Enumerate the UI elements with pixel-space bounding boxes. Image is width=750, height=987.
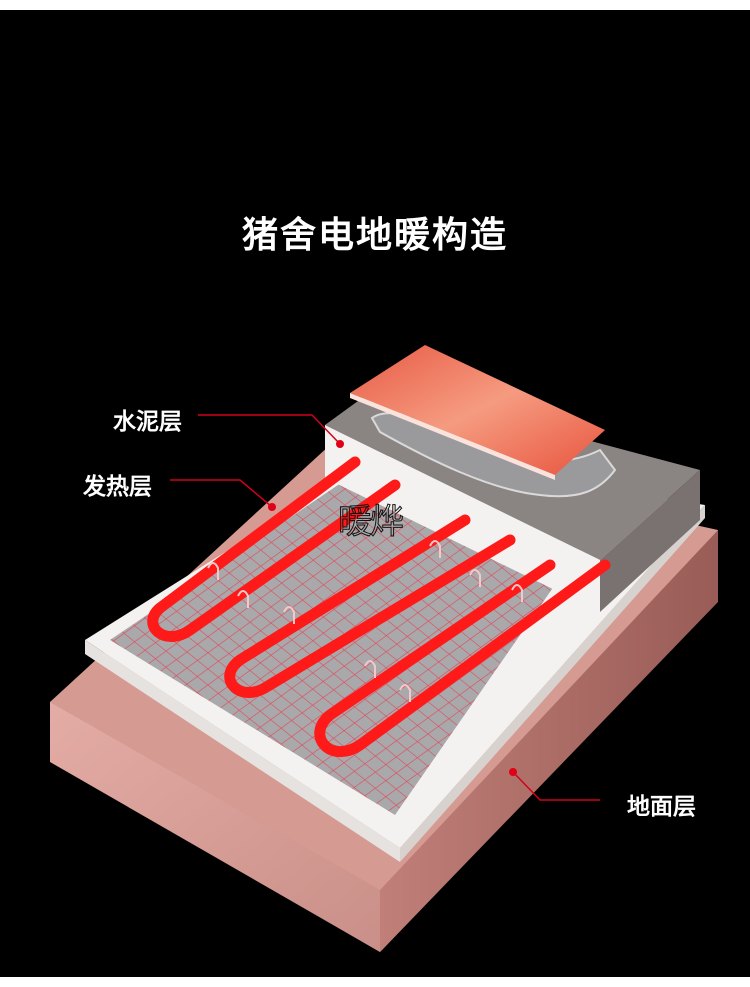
leader-dot-heating bbox=[268, 503, 276, 511]
leader-line-ground bbox=[512, 771, 600, 801]
label-ground-layer: 地面层 bbox=[627, 794, 696, 820]
watermark: 暖烨 bbox=[338, 502, 405, 543]
leader-dot-ground bbox=[509, 768, 517, 776]
floor-heating-illustration bbox=[50, 345, 718, 952]
tile bbox=[350, 345, 605, 480]
label-cement-layer: 水泥层 bbox=[113, 409, 182, 435]
leader-dots bbox=[268, 440, 517, 776]
leader-line-heating bbox=[170, 479, 273, 508]
leader-lines bbox=[170, 414, 600, 801]
diagram-canvas: 猪舍电地暖构造 水泥层 发热层 地面层 暖烨 bbox=[0, 10, 750, 977]
cable-clips bbox=[207, 540, 523, 702]
heating-cables bbox=[147, 456, 611, 757]
leader-line-cement bbox=[198, 414, 341, 445]
page-title: 猪舍电地暖构造 bbox=[241, 215, 508, 256]
leader-dot-cement bbox=[336, 440, 344, 448]
label-heating-layer: 发热层 bbox=[83, 474, 152, 500]
